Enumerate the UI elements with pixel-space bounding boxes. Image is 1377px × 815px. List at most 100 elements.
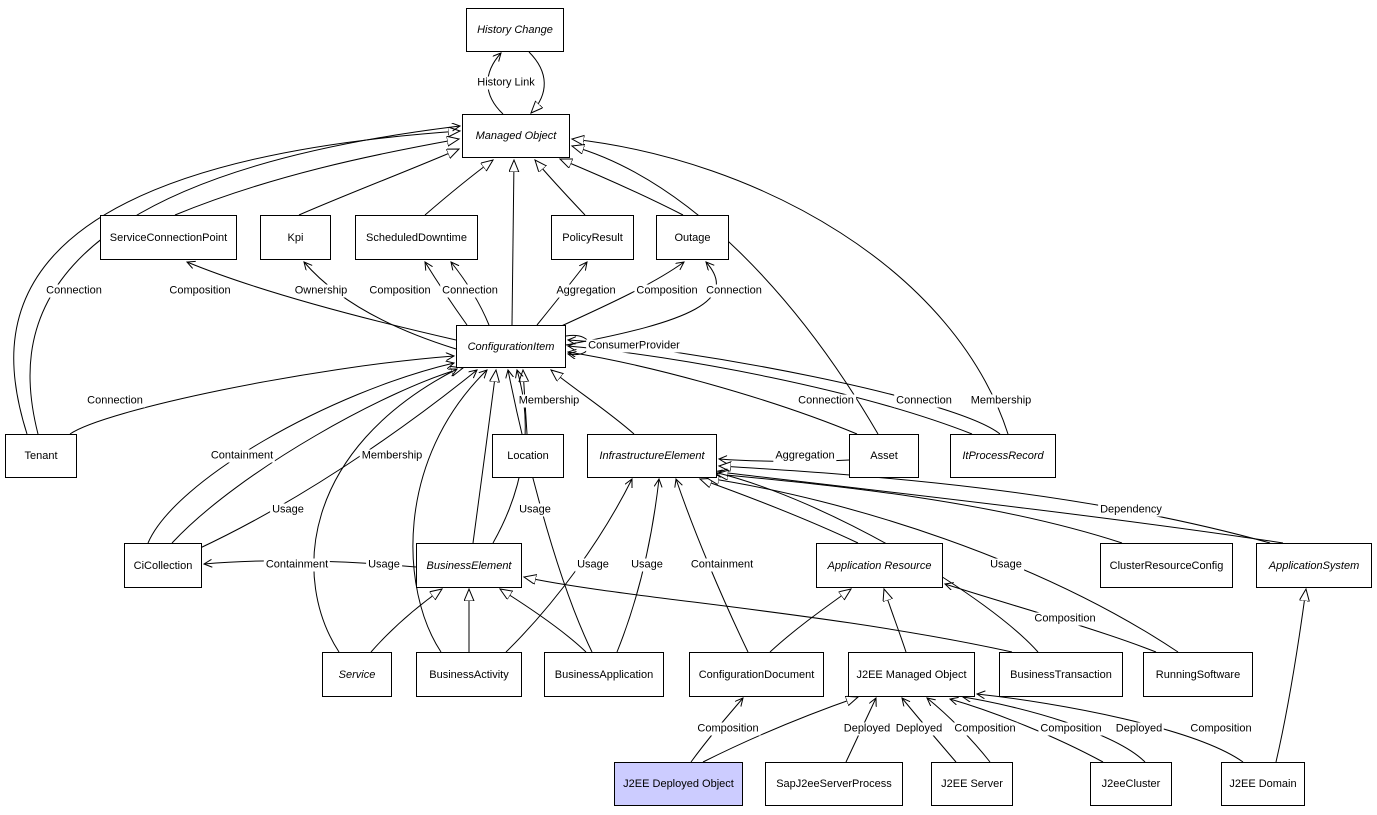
edge-label-usage: Usage bbox=[988, 558, 1024, 572]
edge-it-process-record-to-managed-object bbox=[572, 139, 1009, 435]
edge-label-composition: Composition bbox=[1188, 722, 1254, 736]
edge-business-transaction-to-business-element bbox=[524, 577, 1013, 653]
edge-label-usage: Usage bbox=[366, 558, 402, 572]
edge-asset-to-configuration-item bbox=[568, 352, 858, 435]
class-node-j2ee-deployed-object[interactable]: J2EE Deployed Object bbox=[614, 762, 743, 806]
class-node-tenant[interactable]: Tenant bbox=[5, 434, 77, 478]
edge-label-usage: Usage bbox=[575, 558, 611, 572]
edge-service-to-business-element bbox=[370, 589, 442, 653]
edge-label-membership: Membership bbox=[968, 394, 1034, 408]
class-node-j2ee-cluster[interactable]: J2eeCluster bbox=[1090, 762, 1172, 806]
class-node-application-resource[interactable]: Application Resource bbox=[816, 543, 943, 588]
edge-application-resource-to-infrastructure-element bbox=[700, 479, 859, 544]
class-node-kpi[interactable]: Kpi bbox=[260, 215, 331, 260]
class-node-infrastructure-element[interactable]: InfrastructureElement bbox=[587, 434, 717, 478]
edge-label-deployed: Deployed bbox=[841, 722, 893, 736]
edge-configuration-document-to-application-resource bbox=[769, 589, 851, 653]
edge-tenant-to-configuration-item bbox=[69, 356, 454, 435]
class-node-running-software[interactable]: RunningSoftware bbox=[1143, 652, 1253, 697]
edge-j2ee-cluster-to-j2ee-managed-object bbox=[963, 697, 1146, 763]
edge-service-connection-point-to-managed-object bbox=[174, 139, 459, 216]
edge-label-composition: Composition bbox=[1038, 722, 1104, 736]
class-node-j2ee-server[interactable]: J2EE Server bbox=[931, 762, 1013, 806]
edge-label-usage: Usage bbox=[517, 503, 553, 517]
edge-history-change-to-managed-object bbox=[528, 51, 545, 113]
edge-label-ownership: Ownership bbox=[292, 284, 350, 298]
class-node-ci-collection[interactable]: CiCollection bbox=[124, 543, 202, 588]
class-node-configuration-item[interactable]: ConfigurationItem bbox=[456, 325, 566, 368]
class-node-cluster-resource-config[interactable]: ClusterResourceConfig bbox=[1100, 543, 1233, 588]
edge-tenant-to-managed-object bbox=[29, 126, 460, 435]
class-node-service-connection-point[interactable]: ServiceConnectionPoint bbox=[100, 215, 237, 260]
edge-label-connection: Connection bbox=[440, 284, 500, 298]
class-node-configuration-document[interactable]: ConfigurationDocument bbox=[689, 652, 824, 697]
class-node-policy-result[interactable]: PolicyResult bbox=[551, 215, 634, 260]
class-node-scheduled-downtime[interactable]: ScheduledDowntime bbox=[355, 215, 478, 260]
edge-label-connection: Connection bbox=[44, 284, 104, 298]
edge-label-composition: Composition bbox=[695, 722, 761, 736]
edge-service-to-configuration-item bbox=[313, 369, 457, 653]
class-node-asset[interactable]: Asset bbox=[849, 434, 919, 478]
class-node-business-element[interactable]: BusinessElement bbox=[416, 543, 522, 588]
edge-label-usage: Usage bbox=[270, 503, 306, 517]
edge-j2ee-domain-to-j2ee-managed-object bbox=[977, 694, 1244, 763]
edge-business-application-to-business-element bbox=[500, 589, 587, 653]
edge-j2ee-domain-to-application-system bbox=[1275, 589, 1306, 763]
edge-kpi-to-managed-object bbox=[298, 149, 459, 216]
edge-tenant-to-managed-object bbox=[13, 131, 460, 435]
edge-configuration-item-to-outage bbox=[556, 262, 684, 329]
edge-label-connection: Connection bbox=[704, 284, 764, 298]
edge-label-history-link: History Link bbox=[475, 76, 537, 90]
class-node-it-process-record[interactable]: ItProcessRecord bbox=[950, 434, 1056, 478]
edge-label-aggregation: Aggregation bbox=[554, 284, 618, 298]
edge-label-composition: Composition bbox=[1032, 612, 1098, 626]
edge-label-containment: Containment bbox=[208, 449, 276, 463]
edge-label-containment: Containment bbox=[688, 558, 756, 572]
edge-it-process-record-to-configuration-item bbox=[568, 340, 1001, 435]
edge-configuration-item-to-managed-object bbox=[512, 160, 514, 326]
class-node-application-system[interactable]: ApplicationSystem bbox=[1256, 543, 1372, 588]
class-node-business-activity[interactable]: BusinessActivity bbox=[416, 652, 522, 697]
edge-asset-to-managed-object bbox=[572, 146, 879, 435]
class-node-managed-object[interactable]: Managed Object bbox=[462, 114, 570, 158]
class-node-history-change[interactable]: History Change bbox=[466, 8, 564, 52]
edge-configuration-item-to-kpi bbox=[304, 262, 457, 350]
edge-label-containment: Containment bbox=[263, 558, 331, 572]
edge-label-aggregation: Aggregation bbox=[773, 449, 837, 463]
edge-ci-collection-to-configuration-item bbox=[171, 368, 463, 544]
edge-policy-result-to-managed-object bbox=[535, 160, 586, 216]
edge-label-deployed: Deployed bbox=[1113, 722, 1165, 736]
edge-cluster-resource-config-to-infrastructure-element bbox=[716, 474, 1123, 544]
class-node-sap-j2ee-server-process[interactable]: SapJ2eeServerProcess bbox=[765, 762, 903, 806]
edge-label-membership: Membership bbox=[516, 394, 582, 408]
edge-j2ee-managed-object-to-application-resource bbox=[884, 589, 907, 653]
edge-label-dependency: Dependency bbox=[1098, 503, 1164, 517]
edge-label-composition: Composition bbox=[367, 284, 433, 298]
edge-label-deployed: Deployed bbox=[893, 722, 945, 736]
edge-label-connection: Connection bbox=[894, 394, 954, 408]
edge-label-membership: Membership bbox=[359, 449, 425, 463]
class-node-location[interactable]: Location bbox=[492, 434, 564, 478]
edge-label-connection: Connection bbox=[85, 394, 145, 408]
edge-configuration-item-to-service-connection-point bbox=[187, 262, 457, 341]
edge-application-system-to-infrastructure-element bbox=[719, 472, 1284, 544]
edge-it-process-record-to-configuration-item bbox=[568, 346, 973, 435]
class-node-outage[interactable]: Outage bbox=[656, 215, 729, 260]
class-node-j2ee-domain[interactable]: J2EE Domain bbox=[1221, 762, 1305, 806]
edge-label-composition: Composition bbox=[634, 284, 700, 298]
edge-ci-collection-to-configuration-item bbox=[147, 363, 454, 544]
edge-label-usage: Usage bbox=[629, 558, 665, 572]
edge-label-connection: Connection bbox=[796, 394, 856, 408]
edge-business-element-to-configuration-item bbox=[472, 370, 496, 544]
edge-configuration-item-to-outage bbox=[565, 262, 717, 346]
class-node-business-application[interactable]: BusinessApplication bbox=[544, 652, 664, 697]
edge-business-application-to-configuration-item bbox=[508, 370, 593, 653]
class-node-service[interactable]: Service bbox=[322, 652, 392, 697]
edge-application-system-to-infrastructure-element bbox=[719, 466, 1271, 544]
edge-label-composition: Composition bbox=[952, 722, 1018, 736]
edge-label-consumerprovider: ConsumerProvider bbox=[586, 339, 682, 353]
class-node-j2ee-managed-object[interactable]: J2EE Managed Object bbox=[848, 652, 975, 697]
edge-infrastructure-element-to-configuration-item bbox=[551, 370, 635, 435]
class-node-business-transaction[interactable]: BusinessTransaction bbox=[999, 652, 1123, 697]
